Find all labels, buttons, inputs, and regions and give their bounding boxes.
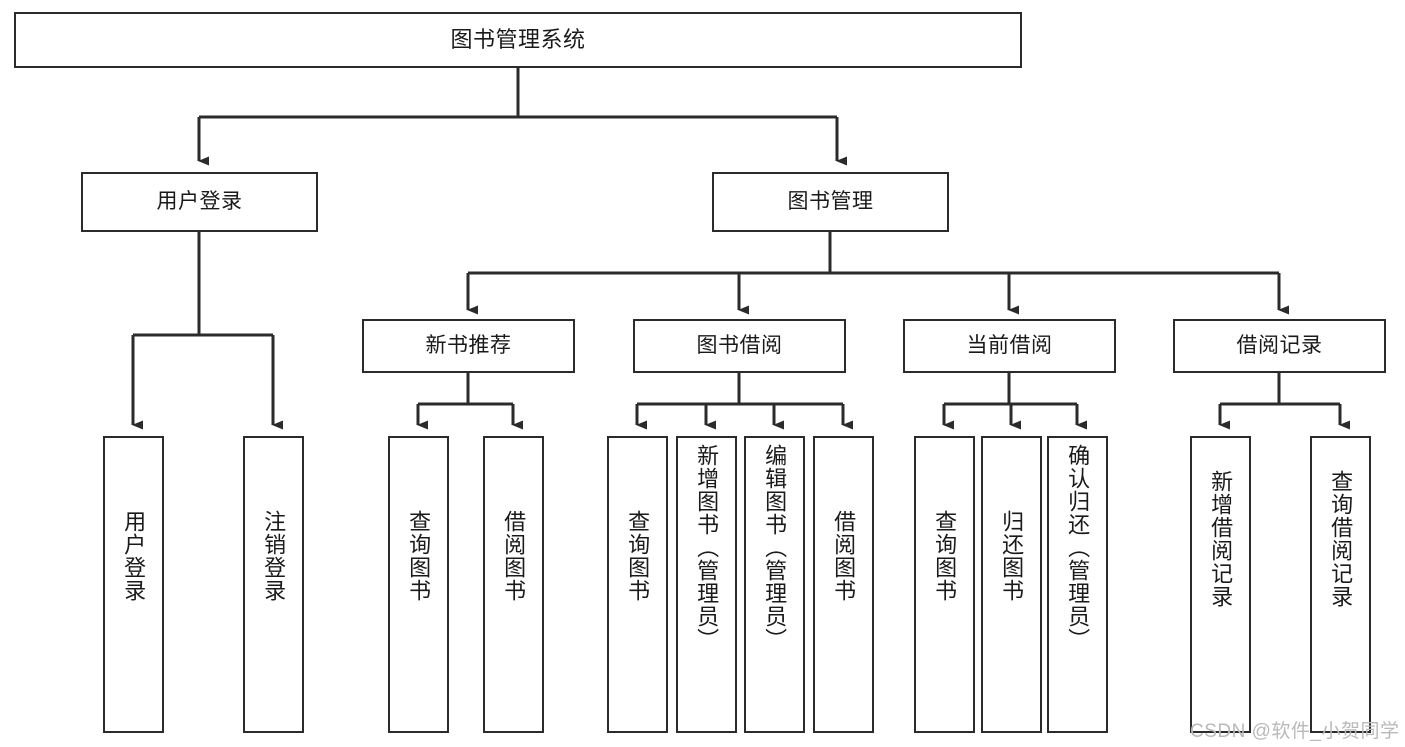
node-leaf-edit-book[interactable]: 编辑图书（管理员） <box>744 436 805 733</box>
node-leaf-confirm-return-label: 确认归还（管理员） <box>1065 444 1091 651</box>
node-leaf-edit-book-label: 编辑图书（管理员） <box>762 444 788 651</box>
node-new-book-recommend-label: 新书推荐 <box>425 334 512 358</box>
node-leaf-query-book-1[interactable]: 查询图书 <box>388 436 449 733</box>
node-leaf-add-book[interactable]: 新增图书（管理员） <box>676 436 737 733</box>
node-borrow-record-label: 借阅记录 <box>1236 334 1323 358</box>
node-leaf-query-record-label: 查询借阅记录 <box>1328 470 1354 608</box>
node-leaf-user-login[interactable]: 用户登录 <box>103 436 164 733</box>
watermark-text: CSDN @软件_小贺同学 <box>1190 721 1400 742</box>
node-leaf-borrow-book-1[interactable]: 借阅图书 <box>483 436 544 733</box>
node-leaf-return-book-label: 归还图书 <box>999 510 1025 602</box>
node-user-login-label: 用户登录 <box>156 190 243 214</box>
node-book-borrow[interactable]: 图书借阅 <box>633 319 846 373</box>
node-leaf-logout-label: 注销登录 <box>261 510 287 602</box>
node-book-management-label: 图书管理 <box>787 190 874 214</box>
node-leaf-return-book[interactable]: 归还图书 <box>981 436 1042 733</box>
node-leaf-add-record-label: 新增借阅记录 <box>1208 470 1234 608</box>
node-book-management[interactable]: 图书管理 <box>712 172 949 232</box>
node-leaf-borrow-book-2[interactable]: 借阅图书 <box>813 436 874 733</box>
node-leaf-query-book-3[interactable]: 查询图书 <box>914 436 975 733</box>
node-user-login[interactable]: 用户登录 <box>81 172 318 232</box>
node-leaf-user-login-label: 用户登录 <box>121 510 147 602</box>
node-leaf-borrow-book-1-label: 借阅图书 <box>501 510 527 602</box>
node-leaf-add-record[interactable]: 新增借阅记录 <box>1190 436 1251 733</box>
node-leaf-query-book-2[interactable]: 查询图书 <box>607 436 668 733</box>
node-borrow-record[interactable]: 借阅记录 <box>1173 319 1386 373</box>
node-leaf-query-book-2-label: 查询图书 <box>625 510 651 602</box>
node-leaf-confirm-return[interactable]: 确认归还（管理员） <box>1047 436 1108 733</box>
node-leaf-query-book-3-label: 查询图书 <box>932 510 958 602</box>
node-leaf-borrow-book-2-label: 借阅图书 <box>831 510 857 602</box>
node-current-borrow-label: 当前借阅 <box>966 334 1053 358</box>
node-root-label: 图书管理系统 <box>450 26 586 52</box>
node-leaf-query-book-1-label: 查询图书 <box>406 510 432 602</box>
node-leaf-add-book-label: 新增图书（管理员） <box>694 444 720 651</box>
node-current-borrow[interactable]: 当前借阅 <box>903 319 1116 373</box>
node-book-borrow-label: 图书借阅 <box>696 334 783 358</box>
node-leaf-query-record[interactable]: 查询借阅记录 <box>1310 436 1371 733</box>
node-root[interactable]: 图书管理系统 <box>14 12 1022 68</box>
node-new-book-recommend[interactable]: 新书推荐 <box>362 319 575 373</box>
node-leaf-logout[interactable]: 注销登录 <box>243 436 304 733</box>
